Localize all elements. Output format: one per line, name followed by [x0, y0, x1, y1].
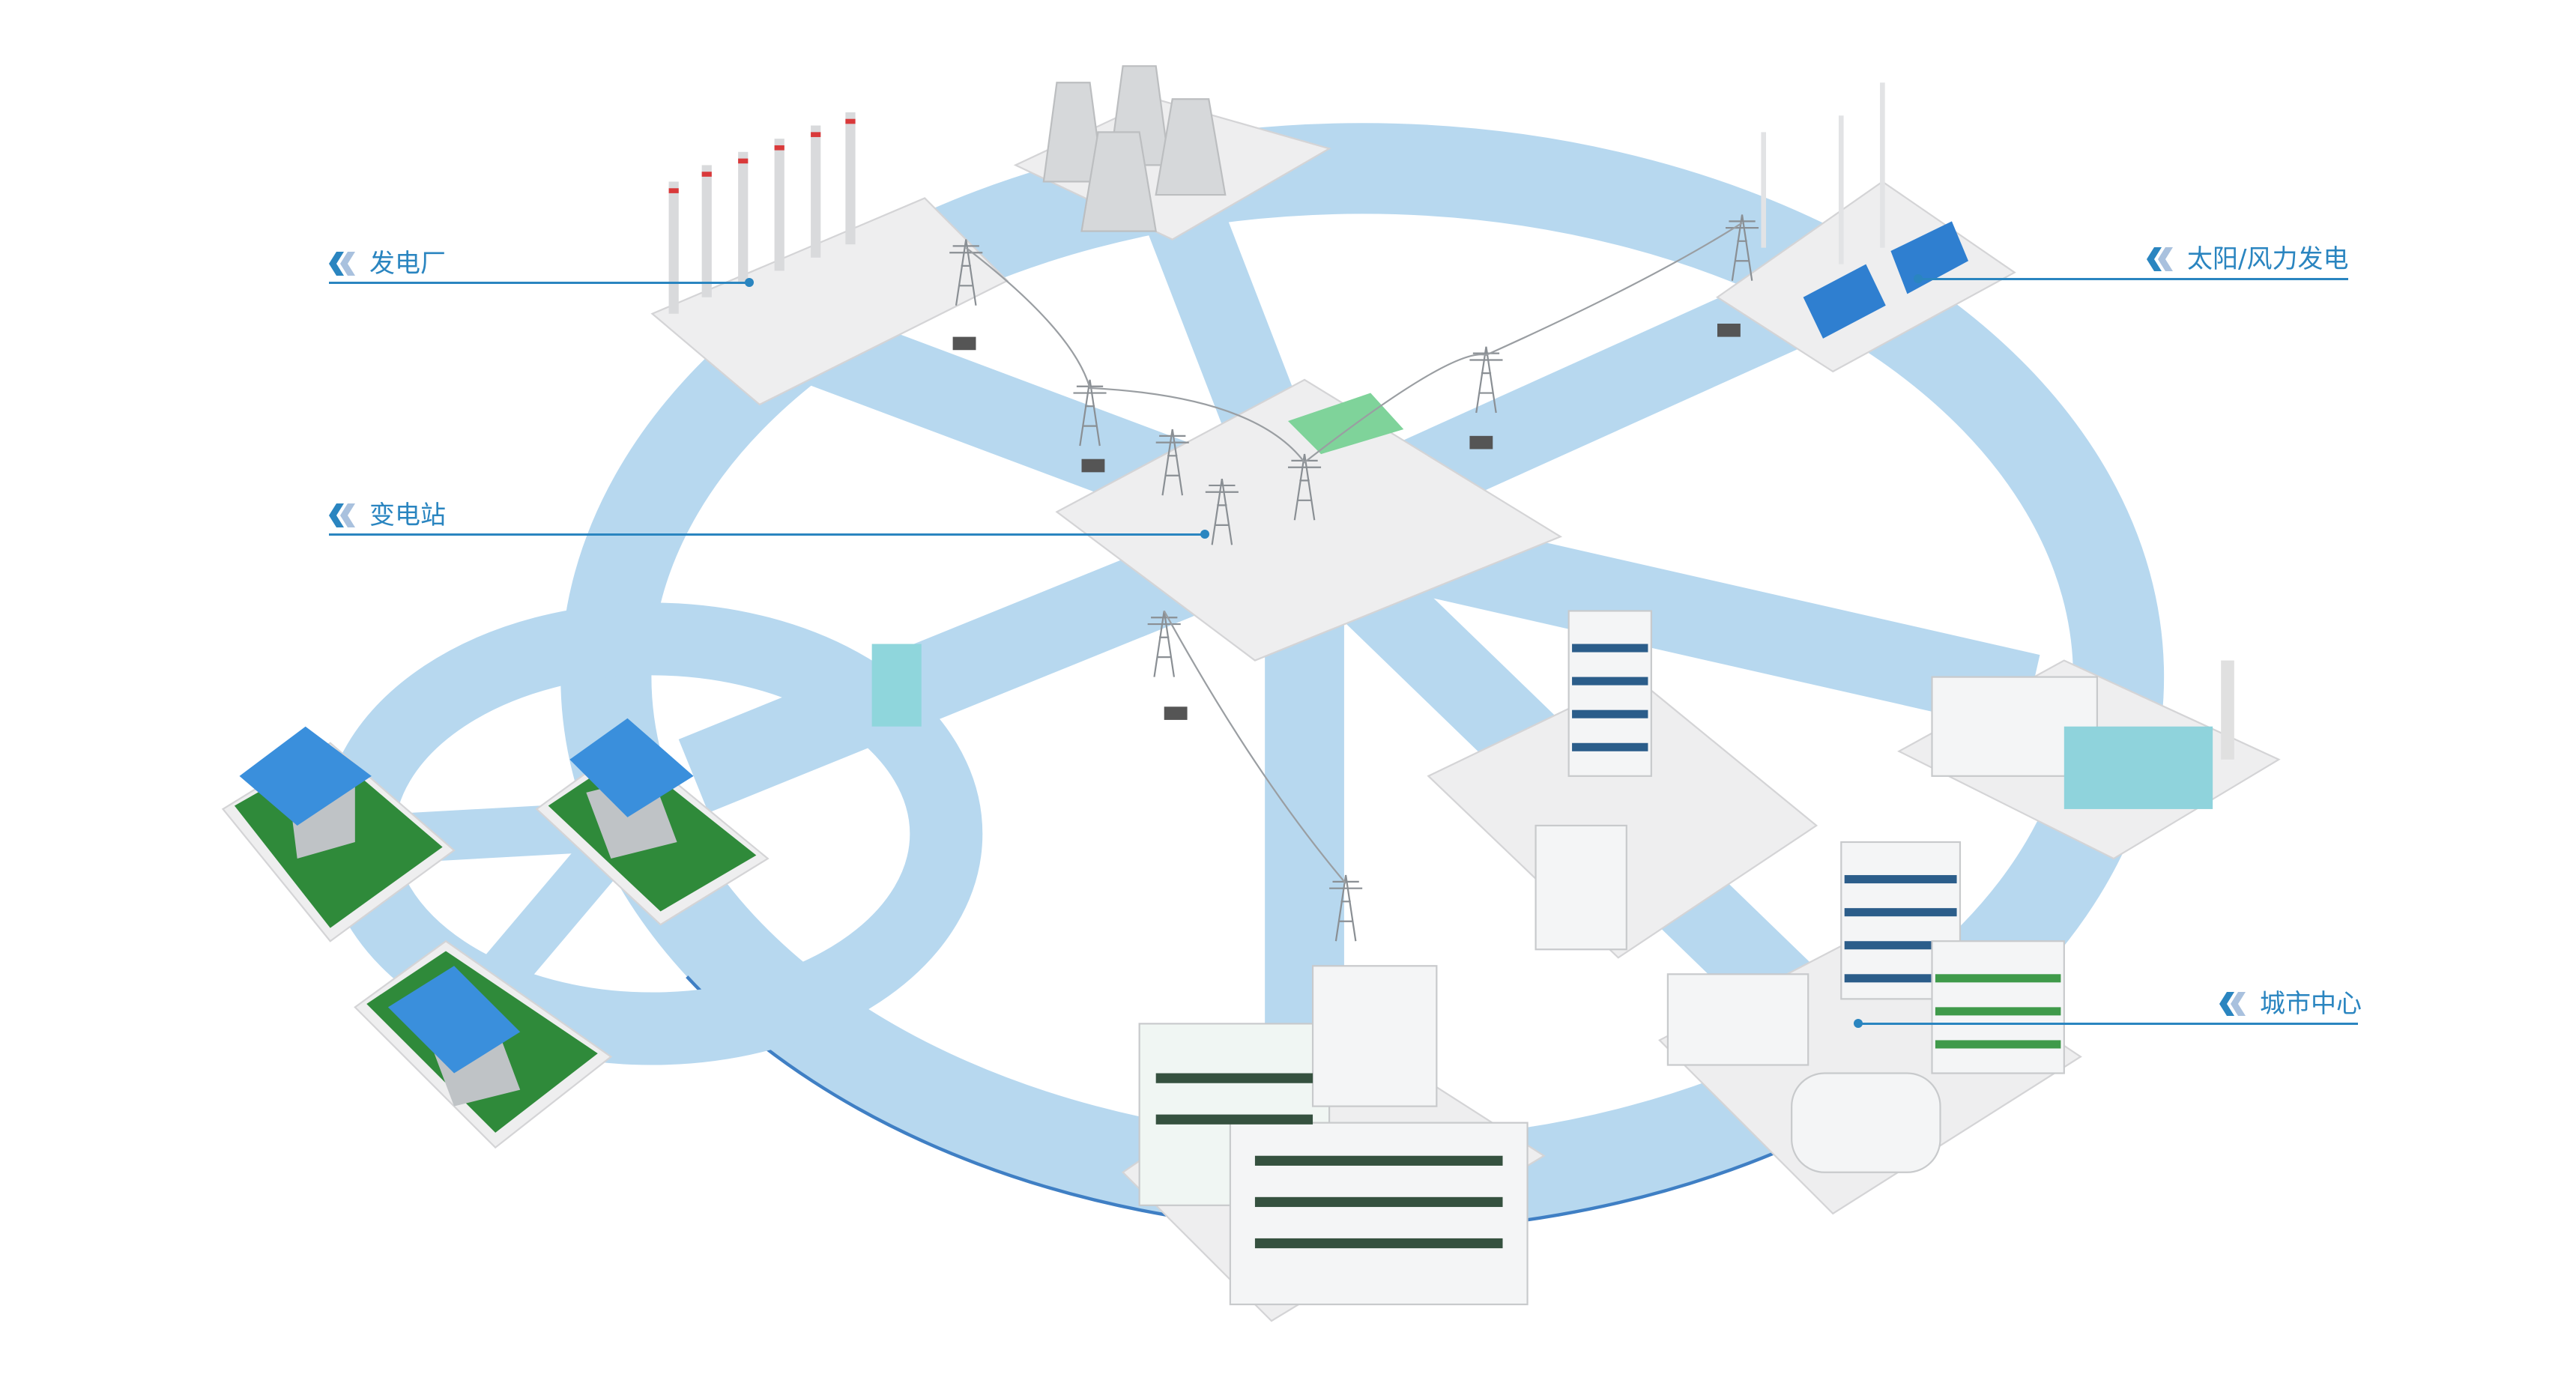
double-chevron-left-icon — [329, 252, 359, 276]
label-text: 太阳/风力发电 — [2187, 244, 2349, 274]
label-renewable: 太阳/风力发电 — [2147, 244, 2348, 274]
label-text: 变电站 — [369, 500, 446, 530]
leader-dot — [745, 278, 754, 287]
double-chevron-left-icon — [329, 503, 359, 527]
label-substation: 变电站 — [329, 500, 446, 530]
leader-dot — [1200, 530, 1209, 539]
houses — [239, 718, 694, 1107]
label-power-plant: 发电厂 — [329, 249, 446, 279]
label-text: 城市中心 — [2260, 989, 2362, 1019]
leader-dot — [1854, 1019, 1863, 1028]
chimneys — [668, 112, 856, 314]
label-city-center: 城市中心 — [2219, 989, 2362, 1019]
leader-line — [1918, 278, 2348, 280]
cooling-towers — [1042, 65, 1227, 232]
solar-panels — [1803, 221, 1968, 339]
leader-line — [1858, 1023, 2358, 1025]
substation-structures — [949, 214, 1760, 942]
leader-dot — [1914, 274, 1923, 283]
city-buildings — [1138, 610, 2234, 1306]
substation-platform — [1055, 378, 1563, 662]
double-chevron-left-icon — [2147, 247, 2177, 271]
transformer-box — [871, 644, 922, 727]
leader-line — [329, 282, 752, 284]
wind-turbines — [1761, 82, 1885, 264]
leader-line — [329, 533, 1206, 536]
double-chevron-left-icon — [2219, 992, 2249, 1016]
label-text: 发电厂 — [369, 249, 446, 279]
